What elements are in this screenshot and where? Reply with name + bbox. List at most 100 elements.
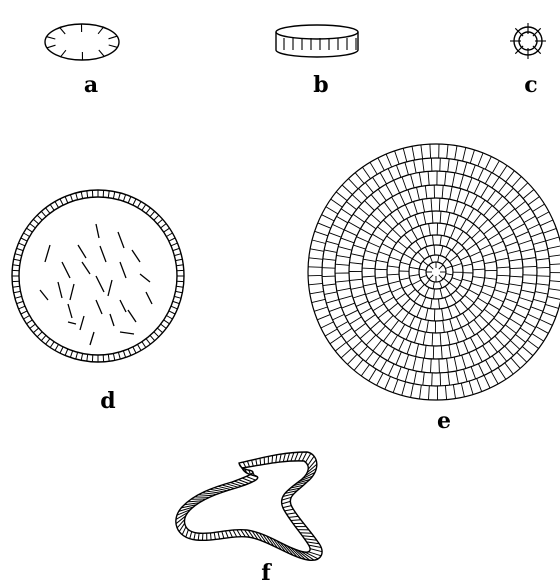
rim-hatch <box>157 219 162 224</box>
ring-hatch <box>416 241 422 249</box>
label-b: b <box>313 72 328 98</box>
ring-hatch <box>509 259 522 261</box>
ring-hatch <box>483 346 491 358</box>
ring-hatch <box>402 313 409 323</box>
ring-hatch <box>452 264 462 267</box>
ring-hatch <box>448 159 450 172</box>
ring-hatch <box>483 329 491 339</box>
rim-hatch <box>17 301 24 303</box>
ring-hatch <box>378 310 388 318</box>
ring-hatch <box>323 284 336 286</box>
ring-hatch <box>406 328 411 340</box>
ring-hatch <box>486 360 492 371</box>
ring-hatch <box>420 276 427 278</box>
ring-hatch <box>417 306 422 317</box>
ring-hatch <box>510 319 522 327</box>
ring-hatch <box>456 160 459 173</box>
ring-hatch <box>335 342 346 351</box>
ring-hatch <box>341 209 352 216</box>
figure-a-ellipse <box>45 24 119 60</box>
rim-hatch <box>13 265 20 266</box>
organelle-dash <box>58 282 62 298</box>
ring-hatch <box>457 231 464 241</box>
ring-hatch <box>469 290 480 296</box>
ring-hatch <box>500 331 510 340</box>
ring-hatch <box>467 178 472 191</box>
ring-hatch <box>345 310 358 316</box>
ring-hatch <box>452 173 455 187</box>
ring-hatch <box>472 260 484 263</box>
ring-hatch <box>312 240 326 244</box>
ring-hatch <box>432 373 433 386</box>
ring-hatch <box>370 321 380 330</box>
organelle-dash <box>96 300 102 314</box>
band-hatch <box>252 460 254 466</box>
tick-mark <box>60 28 65 34</box>
band-hatch <box>222 531 224 538</box>
ring-hatch <box>369 297 381 302</box>
ring-hatch <box>502 234 514 240</box>
ring-hatch <box>309 283 323 284</box>
ring-hatch <box>528 314 540 320</box>
ring-hatch <box>474 181 480 194</box>
ring-hatch <box>330 336 342 344</box>
ring-hatch <box>400 262 410 265</box>
ring-hatch <box>536 284 549 286</box>
ring-hatch <box>520 209 531 216</box>
ring-hatch <box>439 265 443 269</box>
ring-hatch <box>489 341 498 352</box>
ring-hatch <box>429 386 430 400</box>
band-hatch <box>177 519 185 528</box>
ring-hatch <box>471 367 476 379</box>
ring-hatch <box>376 260 388 262</box>
band-hatch <box>186 530 189 538</box>
ring-hatch <box>446 238 450 247</box>
ring-hatch <box>387 266 399 268</box>
rim-hatch <box>55 344 59 350</box>
rim-hatch <box>154 332 159 337</box>
rim-hatch <box>128 349 131 356</box>
ring-hatch <box>445 286 450 294</box>
ring-hatch <box>339 296 352 300</box>
band-hatch <box>283 506 292 508</box>
ring-hatch <box>488 233 499 240</box>
band-hatch <box>190 532 192 539</box>
ring-hatch <box>353 245 365 249</box>
ring-hatch <box>456 290 463 297</box>
ring-hatch <box>365 221 376 229</box>
rim-hatch <box>24 233 30 237</box>
ring-hatch <box>355 323 366 331</box>
ring-hatch <box>412 280 421 285</box>
ring-hatch <box>491 372 498 384</box>
ring-hatch <box>415 330 419 342</box>
ring-hatch <box>366 291 378 295</box>
ring-hatch <box>423 261 428 266</box>
ring-hatch <box>433 282 434 289</box>
ring-hatch <box>508 250 521 253</box>
ring-hatch <box>471 283 483 287</box>
ring-hatch <box>349 279 362 280</box>
ring-hatch <box>448 372 450 385</box>
rim-hatch <box>176 265 183 266</box>
ring-hatch <box>447 213 450 225</box>
band-hatch <box>285 509 294 511</box>
ring-hatch <box>414 202 418 214</box>
organelle-dash <box>82 262 90 274</box>
ring-hatch <box>395 308 403 317</box>
ring-hatch <box>378 189 386 200</box>
ring-hatch <box>510 195 519 204</box>
rim-hatch <box>15 296 22 298</box>
ring-hatch <box>415 215 419 226</box>
ring-outline <box>375 211 497 333</box>
ring-hatch <box>454 357 457 371</box>
ring-hatch <box>449 283 457 289</box>
ring-hatch <box>393 379 398 392</box>
ring-hatch <box>450 187 452 200</box>
ring-hatch <box>536 258 549 260</box>
ring-hatch <box>531 307 543 312</box>
ring-hatch <box>444 278 449 283</box>
ring-hatch <box>523 266 537 267</box>
ring-hatch <box>337 288 351 291</box>
label-d: d <box>100 388 115 414</box>
